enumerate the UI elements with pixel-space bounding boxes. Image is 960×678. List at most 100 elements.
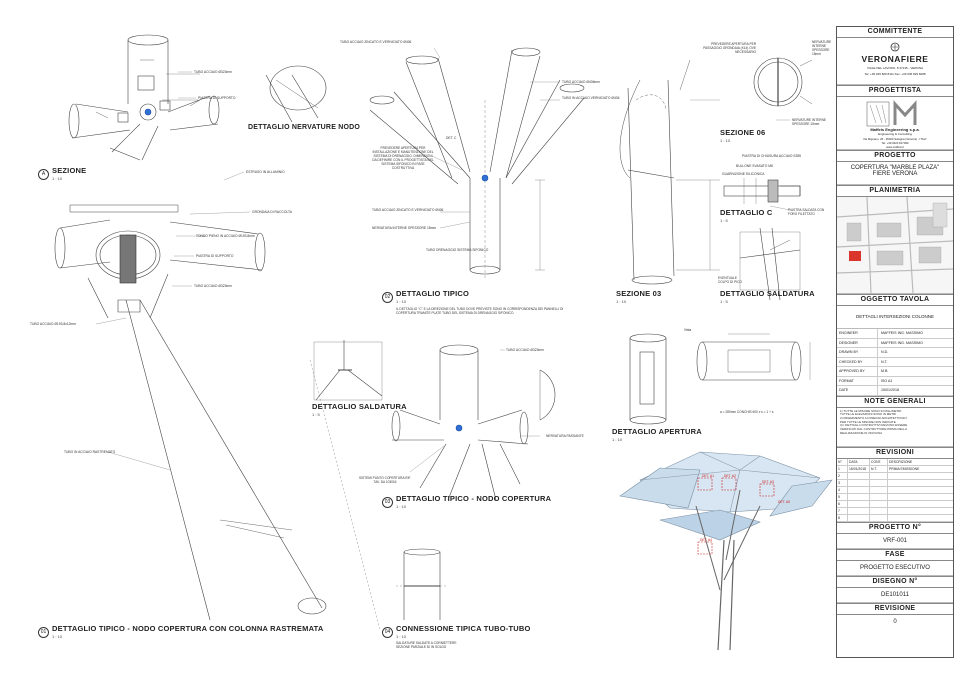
oggetto-box: DETTAGLI INTERSEZIONI COLONNE: [837, 306, 953, 329]
saldatura-mid-title: DETTAGLIO SALDATURA: [312, 402, 407, 411]
progettista-label: PROGETTISTA: [837, 85, 953, 97]
sezione-03-title: SEZIONE 03: [616, 289, 662, 298]
committente-label: COMMITTENTE: [837, 27, 953, 38]
project-line-2: FIERE VERONA: [872, 171, 918, 177]
revision-row: 5: [837, 493, 953, 501]
detail-01-scale: 1 : 10: [52, 634, 63, 639]
label-piastra-supporto-2: PIASTRA DI SUPPORTO: [196, 254, 234, 258]
fase-label: FASE: [837, 548, 953, 561]
label-tubo-zincato: TUBO ACCIAIO ZINCATO E VERNICIATO Ø406: [340, 40, 412, 44]
designer-addr: Via Mignano, 26 - 36020 Solagna (Vicenza…: [863, 137, 927, 141]
designer-sub: Engineering & Consulting: [878, 132, 912, 136]
revision-row: 7: [837, 507, 953, 515]
dettaglio-c-scale: 1 : 5: [720, 218, 728, 223]
detail-04-marker: 04: [382, 627, 393, 638]
label-tubo-acciaio-323: TUBO ACCIAIO Ø323mm: [194, 284, 232, 288]
apertura-geometry: [629, 333, 811, 425]
nervature-nodo: [265, 65, 327, 123]
oggetto-value: DETTAGLI INTERSEZIONI COLONNE: [856, 314, 934, 319]
designer-logo-icon: [866, 100, 917, 127]
designer-box: Maffeis Engineering s.p.a. Engineering &…: [837, 97, 953, 150]
label-tubo-zincato-2: TUBO ACCIAIO ZINCATO E VERNICIATO Ø406: [372, 208, 444, 212]
detail-03-scale: 1 : 10: [396, 504, 407, 509]
nervature-title: DETTAGLIO NERVATURE NODO: [248, 124, 361, 131]
label-det-c: DET. C: [446, 136, 457, 140]
fase-value: PROGETTO ESECUTIVO: [837, 561, 953, 576]
detail-03-geometry: [391, 344, 556, 501]
label-det-a2: DET. A2: [724, 474, 736, 478]
label-apertura-note: a = 280mm CONCHIS 600 x s = 1 + s: [720, 410, 774, 414]
label-bulloni: BULLONE SVASATO M8: [736, 164, 773, 168]
label-tubo-acciaio-193: TUBO ACCIAIO Ø193,8x12mm: [30, 322, 76, 326]
note-label: NOTE GENERALI: [837, 395, 953, 408]
label-tondo-pieno: TONDO PIENO IN ACCIAIO Ø193,8mm: [196, 234, 255, 238]
label-grondaia: GRONDAIA DI RACCOLTA: [252, 210, 292, 214]
detail-01-marker: 01: [38, 627, 49, 638]
technical-drawing: [54, 34, 833, 651]
client-logo-text: VERONAFIERE: [861, 54, 929, 64]
revision-row: 3: [837, 479, 953, 487]
saldatura-top-title: DETTAGLIO SALDATURA: [720, 289, 815, 298]
label-tubo-acciaio-323b: TUBO ACCIAIO Ø323mm: [506, 348, 544, 352]
label-prevedere-apertura: PREVEDERE APERTURA PER INSTALLAZIONE E M…: [372, 146, 434, 170]
saldatura-top-geometry: [739, 227, 801, 301]
label-vista: Vista: [684, 328, 692, 332]
detail-04-note: SALDATURE SALDATE A CORNIETTERE SEZIONE …: [396, 641, 457, 649]
revisioni-label: REVISIONI: [837, 446, 953, 459]
label-tubo-acciaio-406: TUBO ACCIAIO Ø406mm: [562, 80, 600, 84]
label-det-a3: DET. A3: [762, 480, 774, 484]
client-box: VERONAFIERE VIALE DEL LAVORO, 8 37135 - …: [837, 38, 953, 85]
designer-name: Maffeis Engineering s.p.a.: [870, 127, 920, 132]
section-a-node: [68, 34, 220, 161]
label-tubo-verniciato: TUBO IN ACCIAIO VERNICIATO Ø406: [562, 96, 620, 100]
detail-03-marker: 03: [382, 497, 393, 508]
revisione-value: 0: [893, 618, 897, 625]
revisione-label: REVISIONE: [837, 602, 953, 615]
apertura-title: DETTAGLIO APERTURA: [612, 427, 702, 436]
detail-04-title: CONNESSIONE TIPICA TUBO-TUBO: [396, 624, 531, 633]
label-nervature-interne-2: NERVATURE INTERNE SPESSORE 15mm: [812, 40, 832, 56]
sezione-03-geometry: [619, 59, 720, 285]
progetto-n-value: VRF-001: [837, 534, 953, 549]
section-a-scale: 1 : 10: [52, 176, 63, 181]
tree-render: [619, 451, 833, 651]
site-plan: [836, 196, 954, 294]
progetto-n-label: PROGETTO N°: [837, 521, 953, 534]
label-eventuale: EVENTUALE COLPO DI PICO: [718, 276, 742, 284]
label-piastra-saldata: PIASTRA SALDATA CON FORO FILETTATO: [788, 208, 825, 216]
client-logo-icon: [890, 42, 900, 52]
label-piastra-chiusura: PIASTRA DI CHIUSURA ACCIAIO S355: [742, 154, 801, 158]
label-det-a5: DET. A5: [778, 500, 790, 504]
detail-04-scale: 1 : 10: [396, 634, 407, 639]
label-sistemi-punto: SISTEMI PUNTO COPERTURA RIF. TAV. DA 103…: [359, 476, 411, 484]
detail-03-title: DETTAGLIO TIPICO - NODO COPERTURA: [396, 494, 552, 503]
label-nervatura-passante: NERVATURA PASSANTE: [546, 434, 584, 438]
section-a-title: SEZIONE: [52, 166, 87, 175]
label-det-a4: DET. A4: [700, 538, 712, 542]
project-box: COPERTURA "MARBLE PLAZA" FIERE VERONA: [837, 162, 953, 185]
saldatura-top-scale: 1 : 5: [720, 299, 728, 304]
detail-02-marker: 02: [382, 292, 393, 303]
disegno-value: DE101011: [837, 588, 953, 603]
detail-01-geometry: [54, 204, 381, 631]
saldatura-mid-geometry: [313, 340, 383, 401]
general-notes: 1) TUTTE LE MISURE SONO IN MILLIMETRI TU…: [837, 408, 953, 447]
apertura-scale: 1 : 10: [612, 437, 623, 442]
progetto-label: PROGETTO: [837, 150, 953, 162]
sezione-03-scale: 1 : 10: [616, 299, 627, 304]
saldatura-mid-scale: 1 : 5: [312, 412, 320, 417]
detail-02-title: DETTAGLIO TIPICO: [396, 289, 470, 298]
sezione-06-geometry: [753, 57, 813, 107]
site-plan-map: [836, 196, 954, 294]
disegno-label: DISEGNO N°: [837, 575, 953, 588]
